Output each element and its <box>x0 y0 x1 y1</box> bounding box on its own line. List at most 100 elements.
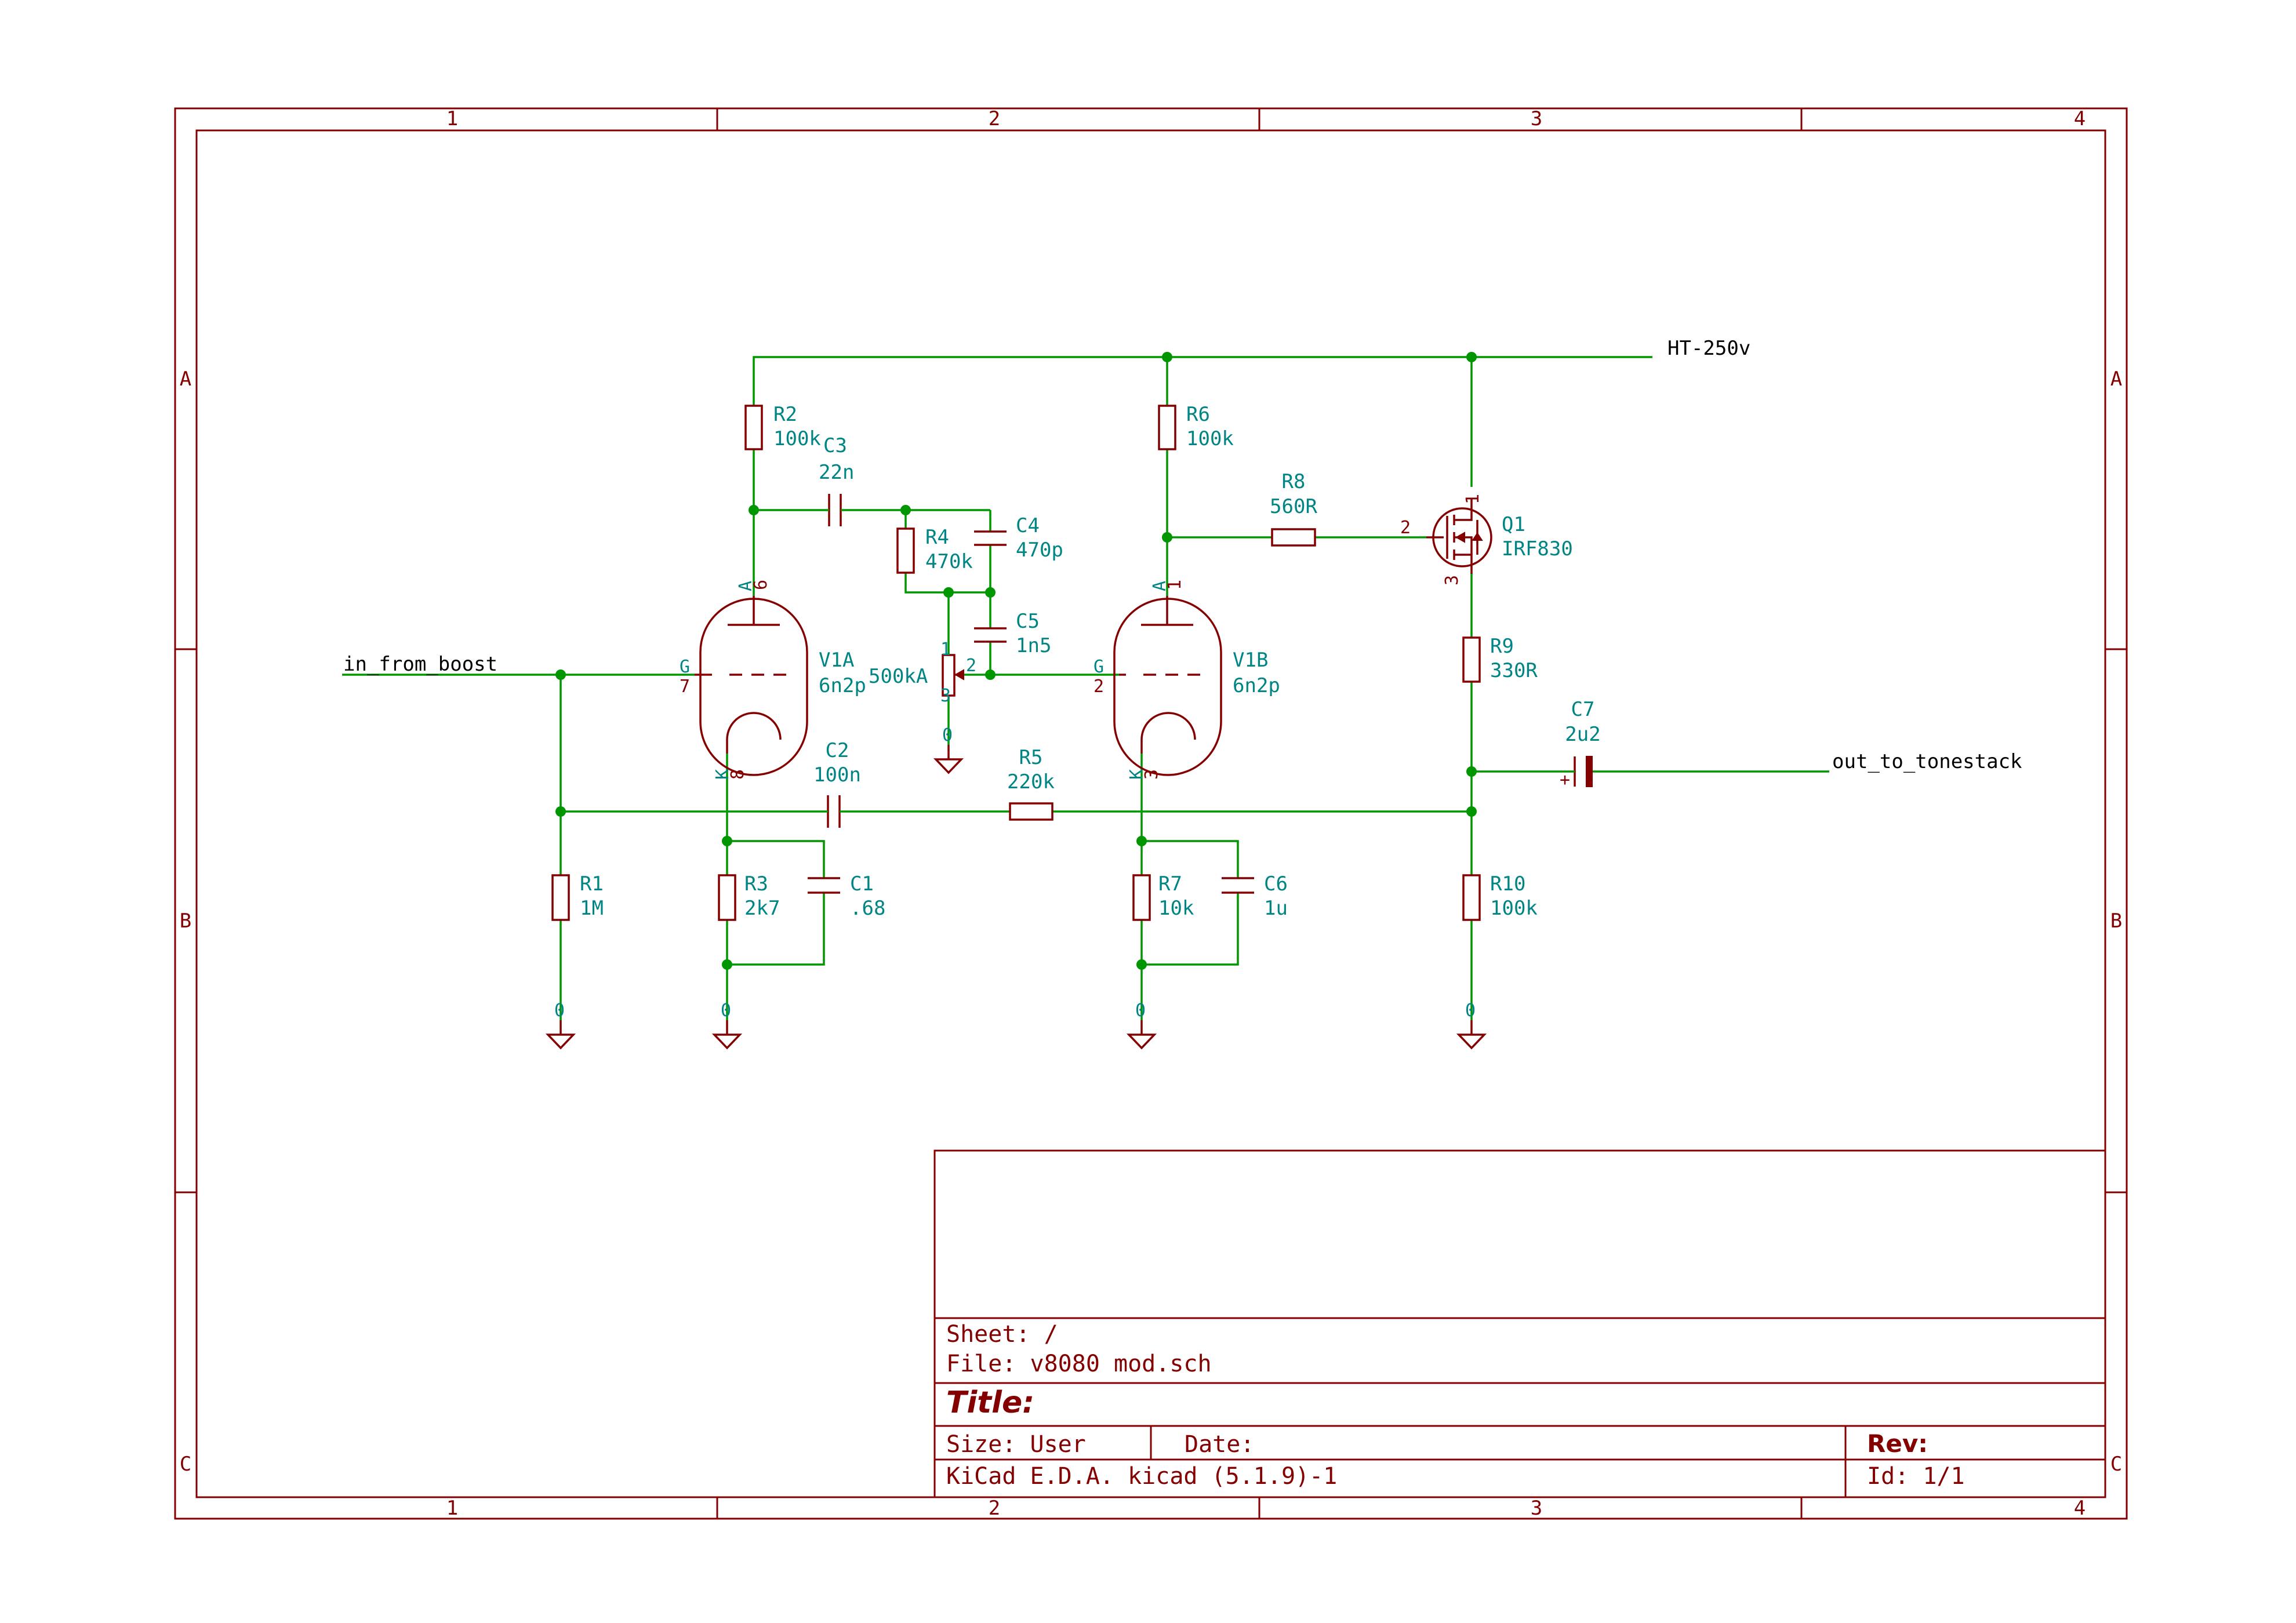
gnd-label-pot: 0 <box>942 725 953 745</box>
resistor-r5[interactable]: R5 220k <box>1007 746 1055 821</box>
v1b-cathode-label: K <box>1127 769 1147 780</box>
zone-col-2-bottom: 2 <box>989 1497 1000 1520</box>
c3-ref: C3 <box>823 434 847 457</box>
pot-value: 500kA <box>869 665 928 688</box>
capacitor-c3[interactable]: C3 22n <box>819 434 854 526</box>
file-name: File: v8080 mod.sch <box>946 1351 1212 1377</box>
tube-v1b[interactable]: A 1 G 2 K 3 V1B 6n2p <box>1093 580 1280 780</box>
r1-ref: R1 <box>580 872 604 896</box>
pot-pin-2: 2 <box>966 656 976 676</box>
ground-pot: 0 <box>933 725 964 774</box>
tube-v1a[interactable]: A 6 G 7 K 8 V1A 6n2p <box>680 580 866 780</box>
q1-ref: Q1 <box>1502 513 1525 536</box>
v1a-anode-pin: 6 <box>751 580 771 590</box>
zone-col-3-bottom: 3 <box>1531 1497 1542 1520</box>
zone-col-2-top: 2 <box>989 107 1000 130</box>
gnd-label-r10: 0 <box>1465 1000 1476 1021</box>
zone-labels: 1 2 3 4 1 2 3 4 A B C A B C <box>180 107 2122 1520</box>
r9-ref: R9 <box>1490 635 1514 658</box>
capacitor-c1[interactable]: C1 .68 <box>808 872 885 920</box>
v1b-grid-pin: 2 <box>1093 676 1104 697</box>
zone-row-c-left: C <box>180 1453 191 1476</box>
v1b-grid-label: G <box>1093 657 1104 677</box>
r2-ref: R2 <box>773 403 797 426</box>
ground-r10: 0 <box>1456 1000 1487 1050</box>
resistor-r9[interactable]: R9 330R <box>1462 635 1538 683</box>
potentiometer-500ka[interactable]: 1 2 3 500kA <box>869 639 976 706</box>
capacitor-c2[interactable]: C2 100n <box>813 739 861 828</box>
rev-field: Rev: <box>1867 1429 1928 1458</box>
mosfet-q1[interactable]: 2 1 3 Q1 IRF830 <box>1400 494 1573 585</box>
zone-col-4-top: 4 <box>2074 107 2086 130</box>
v1b-cathode-pin: 3 <box>1142 769 1162 780</box>
capacitor-c6[interactable]: C6 1u <box>1222 872 1288 920</box>
r3-ref: R3 <box>744 872 768 896</box>
c4-value: 470p <box>1016 538 1063 562</box>
v1a-grid-pin: 7 <box>680 676 690 697</box>
resistor-r6[interactable]: R6 100k <box>1158 403 1234 450</box>
v1a-ref: V1A <box>819 649 854 672</box>
r6-value: 100k <box>1186 427 1234 450</box>
zone-col-3-top: 3 <box>1531 107 1542 130</box>
c7-plus-mark: + <box>1560 770 1570 790</box>
r5-ref: R5 <box>1019 746 1043 769</box>
c2-value: 100n <box>813 763 861 787</box>
zone-col-1-bottom: 1 <box>446 1497 458 1520</box>
v1b-value: 6n2p <box>1233 674 1280 697</box>
r5-value: 220k <box>1007 770 1055 794</box>
generator-field: KiCad E.D.A. kicad (5.1.9)-1 <box>946 1463 1337 1490</box>
r4-ref: R4 <box>925 526 949 549</box>
c5-ref: C5 <box>1016 610 1040 633</box>
sheet-frame <box>174 107 2128 1520</box>
resistor-r7[interactable]: R7 10k <box>1132 872 1194 921</box>
gnd-label-r1: 0 <box>554 1000 565 1021</box>
title-field: Title: <box>946 1385 1034 1420</box>
title-block: Sheet: / File: v8080 mod.sch Title: Size… <box>933 1149 2106 1498</box>
gnd-label-r3: 0 <box>721 1000 731 1021</box>
zone-row-a-right: A <box>2110 367 2122 391</box>
v1b-anode-label: A <box>1150 581 1170 591</box>
net-label-out-to-tonestack: out_to_tonestack <box>1832 750 2022 773</box>
r7-ref: R7 <box>1158 872 1182 896</box>
resistor-r3[interactable]: R3 2k7 <box>718 872 780 921</box>
r4-value: 470k <box>925 550 973 573</box>
pot-pin-3: 3 <box>940 686 951 706</box>
capacitor-c4[interactable]: C4 470p <box>974 514 1063 562</box>
capacitor-c5[interactable]: C5 1n5 <box>974 610 1051 657</box>
ground-r7: 0 <box>1126 1000 1157 1050</box>
v1a-value: 6n2p <box>819 674 866 697</box>
size-field: Size: User <box>946 1431 1086 1458</box>
c1-value: .68 <box>850 897 885 920</box>
zone-row-a-left: A <box>180 367 191 391</box>
wires <box>342 356 1829 1020</box>
resistor-r2[interactable]: R2 100k <box>744 403 821 450</box>
ground-r1: 0 <box>545 1000 576 1050</box>
resistor-r8[interactable]: R8 560R <box>1270 470 1317 547</box>
sheet-name: Sheet: / <box>946 1321 1058 1348</box>
r7-value: 10k <box>1158 897 1194 920</box>
date-field: Date: <box>1185 1431 1254 1458</box>
zone-col-4-bottom: 4 <box>2074 1497 2086 1520</box>
r1-value: 1M <box>580 897 604 920</box>
c7-ref: C7 <box>1571 698 1595 721</box>
gnd-label-r7: 0 <box>1135 1000 1146 1021</box>
q1-drain-pin: 1 <box>1463 494 1483 504</box>
q1-source-pin: 3 <box>1442 575 1462 585</box>
resistor-r1[interactable]: R1 1M <box>551 872 604 921</box>
r2-value: 100k <box>773 427 821 450</box>
resistor-r10[interactable]: R10 100k <box>1462 872 1538 921</box>
sheet-id-field: Id: 1/1 <box>1867 1463 1965 1490</box>
zone-col-1-top: 1 <box>446 107 458 130</box>
c4-ref: C4 <box>1016 514 1040 537</box>
resistor-r4[interactable]: R4 470k <box>896 526 973 574</box>
r10-ref: R10 <box>1490 872 1525 896</box>
r8-ref: R8 <box>1282 470 1306 493</box>
r6-ref: R6 <box>1186 403 1210 426</box>
c7-value: 2u2 <box>1565 723 1600 746</box>
net-label-ht-250v: HT-250v <box>1667 337 1750 360</box>
capacitor-c7[interactable]: + C7 2u2 <box>1560 698 1601 790</box>
r3-value: 2k7 <box>744 897 780 920</box>
pot-pin-1: 1 <box>940 639 951 660</box>
v1b-anode-pin: 1 <box>1165 580 1185 590</box>
c2-ref: C2 <box>826 739 849 762</box>
